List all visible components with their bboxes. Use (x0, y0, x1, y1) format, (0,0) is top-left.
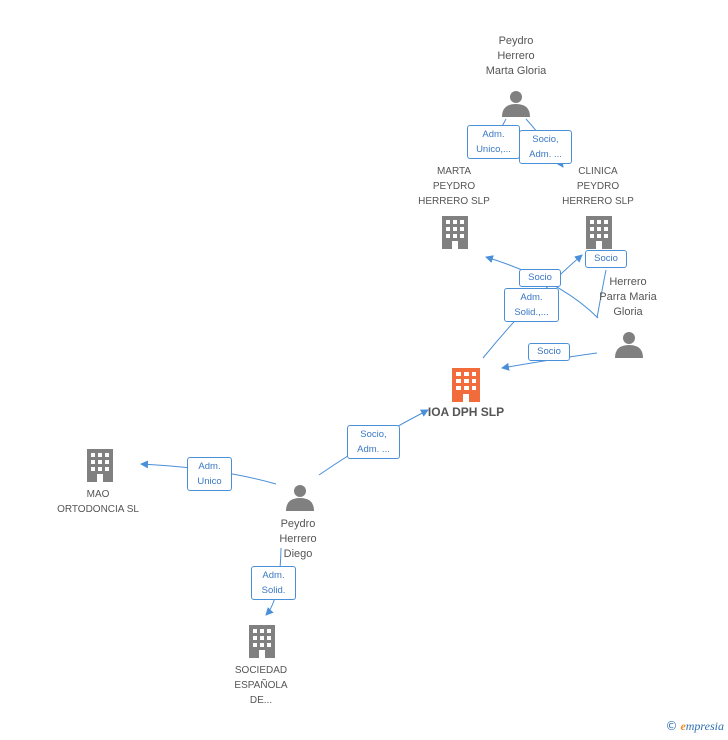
person-icon-herrero-parra (615, 332, 643, 358)
brand-e: e (680, 719, 686, 733)
node-label-line: MAO (86, 489, 110, 500)
node-label-line: PEYDRO (576, 181, 620, 192)
node-label-line: ORTODONCIA SL (57, 504, 139, 515)
node-label-line: Parra Maria (599, 291, 657, 303)
copyright-icon: © (665, 719, 678, 733)
node-label-line: Herrero (497, 50, 535, 62)
edge-herrero-to-clinica (596, 269, 607, 319)
node-label-line: HERRERO SLP (418, 196, 490, 207)
center-company-name: IOA DPH SLP (427, 405, 505, 419)
node-label-line: MARTA (436, 166, 472, 177)
node-label-peydro-herrero-marta-gloria[interactable]: Peydro Herrero Marta Gloria (466, 34, 566, 79)
edge-label-line: Unico (197, 476, 222, 487)
edge-label-socio-adm-clinica[interactable]: Socio, Adm. ... (519, 130, 572, 164)
node-label-line: PEYDRO (432, 181, 476, 192)
node-label-line: Diego (283, 548, 313, 560)
node-label-clinica-peydro-herrero-slp[interactable]: CLINICA PEYDRO HERRERO SLP (552, 164, 644, 209)
building-icon-clinica (586, 216, 612, 249)
node-label-line: Herrero (609, 276, 647, 288)
node-label-center-company[interactable]: IOA DPH SLP (416, 405, 516, 420)
empresia-brand[interactable]: © empresia (665, 719, 724, 734)
node-label-line: Gloria (613, 306, 643, 318)
person-icon-diego (286, 485, 314, 511)
edge-label-adm-solid-sociedad[interactable]: Adm. Solid. (251, 566, 296, 600)
edge-label-socio-adm-diego-center[interactable]: Socio, Adm. ... (347, 425, 400, 459)
edge-label-line: Adm. ... (529, 149, 562, 160)
node-label-line: HERRERO SLP (562, 196, 634, 207)
edge-label-line: Adm. ... (357, 444, 390, 455)
edge-label-adm-solid-center[interactable]: Adm. Solid.,... (504, 288, 559, 322)
building-icon-sociedad (249, 625, 275, 658)
building-icon-center (452, 368, 480, 402)
node-label-line: SOCIEDAD (234, 665, 288, 676)
edge-label-socio-herrero-center[interactable]: Socio (528, 343, 570, 361)
edge-label-adm-unico-mao[interactable]: Adm. Unico (187, 457, 232, 491)
node-label-line: Marta Gloria (485, 65, 547, 77)
edge-label-line: Socio, (360, 429, 387, 440)
brand-name: mpresia (685, 719, 724, 733)
node-label-line: Peydro (498, 35, 534, 47)
edge-label-line: Socio (537, 346, 561, 357)
edge-label-line: Adm. (520, 292, 543, 303)
edge-label-line: Adm. (482, 129, 505, 140)
node-label-herrero-parra-maria-gloria[interactable]: Herrero Parra Maria Gloria (584, 275, 672, 320)
node-label-line: Peydro (280, 518, 316, 530)
building-icon-mao (87, 449, 113, 482)
node-label-line: ESPAÑOLA (234, 680, 288, 691)
edge-label-line: Solid.,... (514, 307, 549, 318)
edge-label-adm-unico-marta[interactable]: Adm. Unico,... (467, 125, 520, 159)
building-icon-marta-slp (442, 216, 468, 249)
person-icon-marta-gloria (502, 91, 530, 117)
edge-label-line: Socio (528, 272, 552, 283)
node-label-line: DE... (249, 695, 273, 706)
edge-label-line: Adm. (262, 570, 285, 581)
node-label-mao-ortodoncia-sl[interactable]: MAO ORTODONCIA SL (44, 487, 152, 517)
edge-label-line: Solid. (261, 585, 286, 596)
edge-label-socio-marta[interactable]: Socio (519, 269, 561, 287)
node-label-line: Herrero (279, 533, 317, 545)
node-label-line: CLINICA (578, 166, 618, 177)
edge-label-socio-clinica[interactable]: Socio (585, 250, 627, 268)
edge-label-line: Adm. (198, 461, 221, 472)
node-label-peydro-herrero-diego[interactable]: Peydro Herrero Diego (256, 517, 340, 562)
node-label-marta-peydro-herrero-slp[interactable]: MARTA PEYDRO HERRERO SLP (408, 164, 500, 209)
edge-label-line: Socio, (532, 134, 559, 145)
node-label-sociedad-espanola[interactable]: SOCIEDAD ESPAÑOLA DE... (216, 663, 306, 708)
edge-label-line: Unico,... (476, 144, 511, 155)
edge-label-line: Socio (594, 253, 618, 264)
